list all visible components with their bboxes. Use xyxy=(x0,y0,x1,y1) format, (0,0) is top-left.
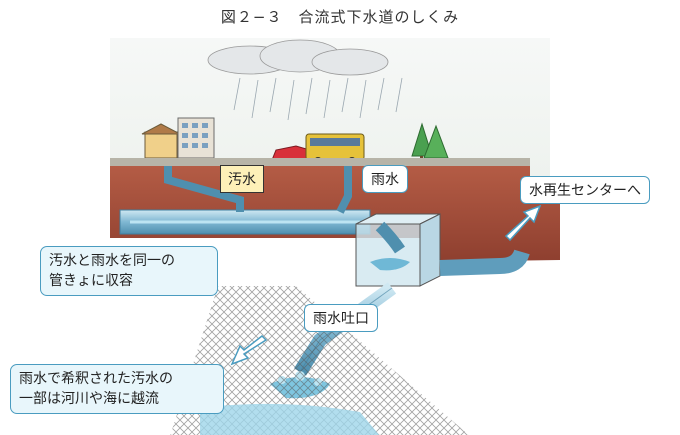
rain-cloud-icon xyxy=(207,39,403,121)
river-surface xyxy=(170,286,469,435)
sewage-inlet-pipe xyxy=(164,166,244,212)
road-surface xyxy=(110,158,530,166)
label-treatment-center: 水再生センターへ xyxy=(520,176,650,204)
treatment-pipe xyxy=(439,249,530,276)
chamber-inlet-elbow xyxy=(375,221,405,254)
label-overflow-line2: 一部は河川や海に越流 xyxy=(19,391,159,407)
label-overflow-line1: 雨水で希釈された汚水の xyxy=(19,371,173,387)
label-combined-pipe-line1: 汚水と雨水を同一の xyxy=(49,253,175,269)
label-combined-pipe-line2: 管きょに収容 xyxy=(49,273,133,289)
label-rain: 雨水 xyxy=(362,165,408,193)
figure-title: 図２−３ 合流式下水道のしくみ xyxy=(220,8,460,26)
river-water xyxy=(200,403,380,435)
rain-inlet-pipe xyxy=(336,166,352,214)
overflow-chamber xyxy=(355,213,441,287)
label-combined-pipe: 汚水と雨水を同一の 管きょに収容 xyxy=(40,246,218,296)
label-overflow: 雨水で希釈された汚水の 一部は河川や海に越流 xyxy=(10,364,224,414)
buildings-icon xyxy=(141,117,215,159)
label-sewage: 汚水 xyxy=(220,165,264,193)
arrow-to-river-icon xyxy=(230,335,268,366)
arrow-to-treatment-icon xyxy=(504,204,542,242)
label-overflow-outlet: 雨水吐口 xyxy=(304,304,378,332)
